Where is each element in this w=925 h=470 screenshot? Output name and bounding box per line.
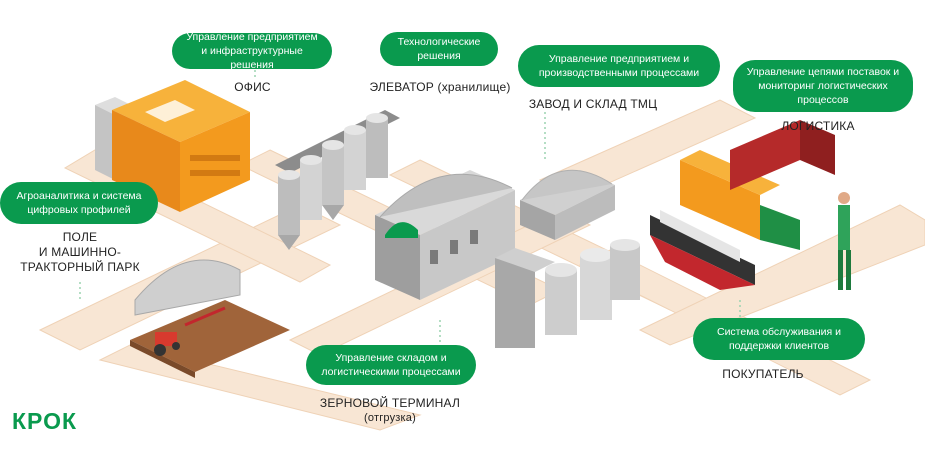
field-label: ПОЛЕ И МАШИННО- ТРАКТОРНЫЙ ПАРК bbox=[0, 230, 160, 275]
elevator-silos-icon bbox=[275, 110, 400, 250]
buyer-label: ПОКУПАТЕЛЬ bbox=[722, 367, 804, 381]
logistics-callout: Управление цепями поставок и мониторинг … bbox=[733, 60, 913, 112]
terminal-label: ЗЕРНОВОЙ ТЕРМИНАЛ (отгрузка) bbox=[310, 396, 470, 426]
brand-logo: КРОК bbox=[12, 408, 78, 434]
elevator-label: ЭЛЕВАТОР (хранилище) bbox=[369, 80, 511, 94]
plant-building-icon bbox=[375, 170, 515, 300]
plant-callout: Управление предприятием и производственн… bbox=[518, 45, 720, 87]
field-callout: Агроаналитика и система цифровых профиле… bbox=[0, 182, 158, 224]
logistics-vehicles-icon bbox=[650, 120, 851, 290]
plant-label: ЗАВОД И СКЛАД ТМЦ bbox=[528, 97, 658, 111]
warehouse-hangar-icon bbox=[520, 169, 615, 240]
field-label-line3: ТРАКТОРНЫЙ ПАРК bbox=[20, 260, 140, 274]
elevator-callout: Технологические решения bbox=[380, 32, 498, 66]
connector-lines bbox=[79, 70, 741, 345]
terminal-label-sub: (отгрузка) bbox=[364, 412, 416, 424]
logistics-label: ЛОГИСТИКА bbox=[781, 119, 855, 133]
office-callout: Управление предприятием и инфраструктурн… bbox=[172, 31, 332, 71]
field-label-line2: И МАШИННО- bbox=[38, 245, 122, 259]
field-label-line1: ПОЛЕ bbox=[62, 230, 98, 244]
terminal-callout: Управление складом и логистическими проц… bbox=[306, 345, 476, 385]
field-tractor-icon bbox=[130, 259, 290, 378]
terminal-label-main: ЗЕРНОВОЙ ТЕРМИНАЛ bbox=[319, 396, 461, 410]
grain-terminal-icon bbox=[495, 239, 640, 348]
buyer-callout: Система обслуживания и поддержки клиенто… bbox=[693, 318, 865, 360]
office-label: ОФИС bbox=[234, 80, 271, 94]
